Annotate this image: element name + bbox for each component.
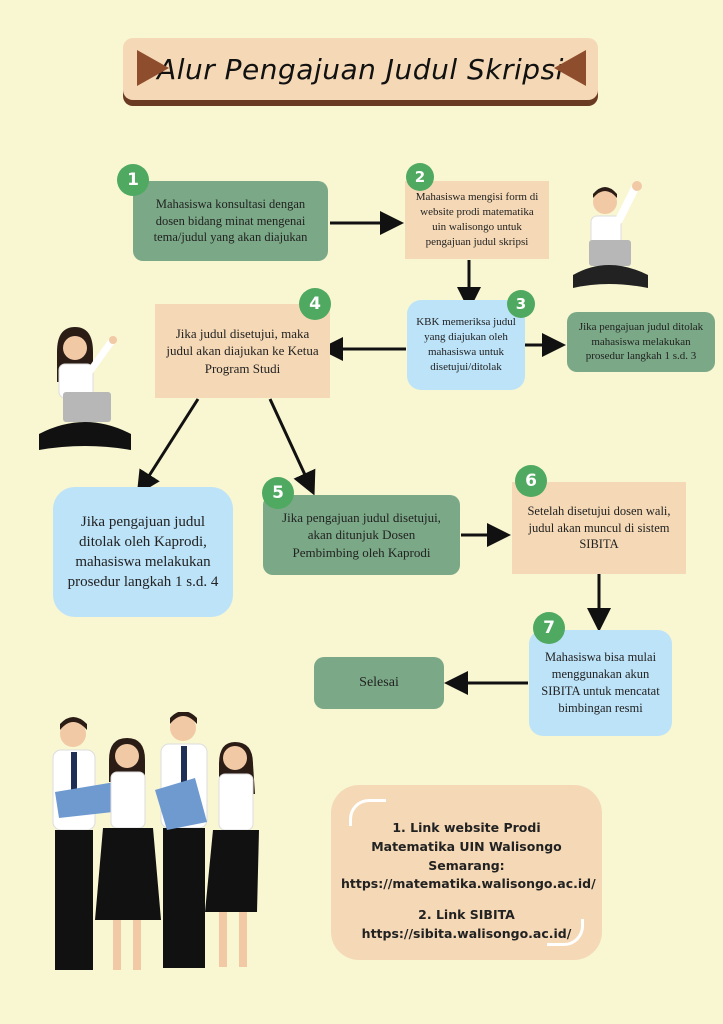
step-6-badge: 6	[515, 465, 547, 497]
links-box: 1. Link website Prodi Matematika UIN Wal…	[331, 785, 602, 960]
step-5-badge: 5	[262, 477, 294, 509]
arrow-4-5	[268, 398, 316, 496]
end-box: Selesai	[314, 657, 444, 709]
step-4-text: Jika judul disetujui, maka judul akan di…	[166, 325, 319, 376]
student-illustration-female	[39, 327, 131, 450]
step-4-badge: 4	[299, 288, 331, 320]
title-banner: Alur Pengajuan Judul Skripsi	[123, 38, 598, 100]
link-1-title: 1. Link website Prodi Matematika UIN Wal…	[371, 820, 562, 873]
link-2-title: 2. Link SIBITA	[418, 907, 515, 922]
step-6-text: Setelah disetujui dosen wali, judul akan…	[527, 503, 671, 552]
step-3-badge: 3	[507, 290, 535, 318]
step-7-text: Mahasiswa bisa mulai menggunakan akun SI…	[541, 650, 660, 715]
step-7-box: Mahasiswa bisa mulai menggunakan akun SI…	[529, 630, 672, 736]
triangle-right-icon	[137, 50, 169, 86]
step-3-reject-box: Jika pengajuan judul ditolak mahasiswa m…	[567, 312, 715, 372]
step-4-reject-box: Jika pengajuan judul ditolak oleh Kaprod…	[53, 487, 233, 617]
arrow-4-reject	[136, 398, 200, 496]
step-6-box: Setelah disetujui dosen wali, judul akan…	[512, 482, 686, 574]
step-2-box: Mahasiswa mengisi form di website prodi …	[405, 181, 549, 259]
step-1-box: Mahasiswa konsultasi dengan dosen bidang…	[133, 181, 328, 261]
step-3-text: KBK memeriksa judul yang diajukan oleh m…	[416, 316, 516, 373]
step-3-reject-text: Jika pengajuan judul ditolak mahasiswa m…	[578, 320, 704, 363]
page-title: Alur Pengajuan Judul Skripsi	[157, 52, 564, 86]
quote-mark-top-left	[349, 799, 386, 826]
step-4-box: Jika judul disetujui, maka judul akan di…	[155, 304, 330, 398]
step-5-box: Jika pengajuan judul disetujui, akan dit…	[263, 495, 460, 575]
step-1-text: Mahasiswa konsultasi dengan dosen bidang…	[153, 196, 308, 245]
quote-mark-bottom-right	[547, 919, 584, 946]
triangle-left-icon	[554, 50, 586, 86]
step-1-badge: 1	[117, 164, 149, 196]
step-4-reject-text: Jika pengajuan judul ditolak oleh Kaprod…	[67, 513, 219, 591]
link-2-url[interactable]: https://sibita.walisongo.ac.id/	[361, 925, 572, 941]
step-3-box: KBK memeriksa judul yang diajukan oleh m…	[407, 300, 525, 390]
step-7-badge: 7	[533, 612, 565, 644]
step-2-badge: 2	[406, 163, 434, 191]
end-text: Selesai	[359, 674, 399, 690]
step-5-text: Jika pengajuan judul disetujui, akan dit…	[282, 509, 441, 560]
step-2-text: Mahasiswa mengisi form di website prodi …	[415, 191, 539, 248]
student-illustration-male	[573, 181, 648, 288]
group-students-illustration	[52, 712, 259, 970]
link-1-url[interactable]: https://matematika.walisongo.ac.id/	[341, 876, 596, 892]
